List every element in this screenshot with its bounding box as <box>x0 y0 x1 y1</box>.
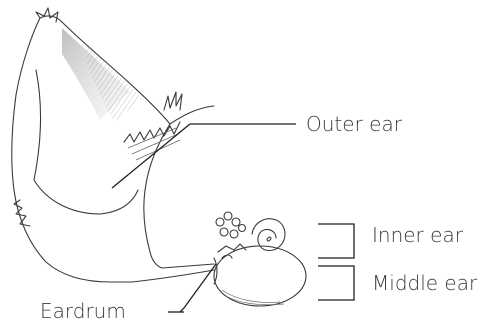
eardrum-label: Eardrum <box>40 299 126 322</box>
head-outline-drawing <box>12 8 214 282</box>
outer-ear-leader <box>112 124 190 188</box>
semicircular-canals <box>216 212 246 238</box>
middle-ear-shading <box>222 290 284 305</box>
hair-tuft <box>164 92 182 110</box>
middle-ear-bracket <box>318 266 354 300</box>
middle-ear-label: Middle ear <box>372 271 478 295</box>
leader-lines <box>112 124 354 312</box>
eardrum-leader <box>180 264 216 312</box>
cochlea-center <box>267 237 271 241</box>
outer-ear-label: Outer ear <box>306 112 403 136</box>
inner-ear-label: Inner ear <box>372 223 464 247</box>
ossicles <box>218 244 246 258</box>
inner-ear-bracket <box>318 224 354 258</box>
canal-lower-line <box>132 270 214 282</box>
middle-inner-ear-drawing <box>214 212 306 306</box>
pinna-outline <box>12 16 214 282</box>
canal-upper-line <box>144 124 214 268</box>
